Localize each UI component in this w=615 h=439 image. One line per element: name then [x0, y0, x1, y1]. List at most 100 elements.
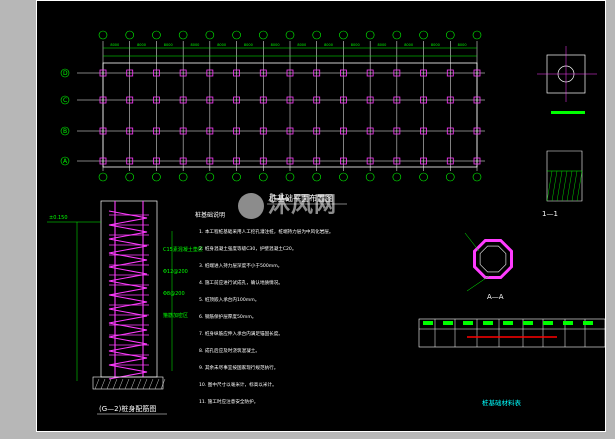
note-line: 4. 施工前应进行试成孔，确认地质情况。	[199, 279, 283, 286]
pile-marker	[206, 96, 214, 104]
pile-marker	[206, 69, 214, 77]
pile-marker	[446, 96, 454, 104]
note-line: 5. 桩顶嵌入承台内100mm。	[199, 296, 259, 303]
pile-marker	[259, 96, 267, 104]
pile-marker	[473, 69, 481, 77]
axis-bubble	[205, 30, 215, 40]
pile-marker	[393, 127, 401, 135]
note-line: 3. 桩端进入持力层深度不小于500mm。	[199, 262, 282, 269]
note-line: 1. 本工程桩基础采用人工挖孔灌注桩，桩端持力层为中风化岩层。	[199, 228, 333, 235]
pile-marker	[446, 127, 454, 135]
dimension-label: 8000	[164, 43, 173, 47]
pile-marker	[313, 127, 321, 135]
pile-note: C15素混凝土垫层	[163, 246, 203, 253]
pile-marker	[420, 69, 427, 77]
pile-marker	[179, 157, 187, 165]
table-cell	[523, 321, 533, 325]
axis-bubble	[445, 30, 455, 40]
watermark-logo-icon	[238, 193, 264, 219]
axis-bubble	[232, 30, 241, 40]
pile-marker	[340, 96, 347, 104]
axis-bubble	[232, 172, 241, 182]
pile-note: Φ8@200	[163, 291, 185, 297]
section-1-1-label: 1—1	[542, 210, 558, 218]
axis-bubble	[312, 172, 322, 182]
axis-bubble	[60, 126, 70, 136]
pile-marker	[206, 127, 214, 135]
axis-bubble	[98, 172, 108, 182]
section-a-a-label: A—A	[487, 293, 504, 301]
note-line: 6. 钢筋保护层厚度50mm。	[199, 313, 256, 320]
pile-marker	[179, 127, 187, 135]
pile-note: Φ12@200	[163, 269, 188, 275]
design-notes: 桩基础说明 1. 本工程桩基础采用人工挖孔灌注桩，桩端持力层为中风化岩层。2. …	[195, 211, 333, 405]
pile-marker	[446, 69, 454, 77]
pile-marker	[126, 127, 134, 135]
table-cell	[543, 321, 553, 325]
axis-bubble	[152, 172, 161, 182]
axis-bubble	[60, 156, 70, 166]
pile-marker	[340, 127, 347, 135]
axis-bubble	[98, 30, 108, 40]
watermark-text: 沐风网	[268, 193, 338, 218]
dimension-label: 8000	[271, 43, 280, 47]
table-cell	[423, 321, 433, 325]
pile-marker	[206, 157, 214, 165]
axis-bubble	[60, 95, 70, 105]
pile-marker	[340, 69, 347, 77]
axis-bubble	[365, 30, 375, 40]
pile-marker	[393, 69, 401, 77]
dimension-label: 8000	[110, 43, 119, 47]
table-cell	[463, 321, 473, 325]
axis-bubble	[152, 30, 161, 40]
pile-marker	[473, 96, 481, 104]
pile-marker	[233, 96, 240, 104]
dimension-label: 8000	[324, 43, 333, 47]
pile-marker	[179, 69, 187, 77]
axis-bubble	[60, 68, 70, 78]
pile-marker	[179, 96, 187, 104]
pile-marker	[126, 96, 134, 104]
axis-bubble	[392, 172, 402, 182]
table-cell	[503, 321, 513, 325]
pile-marker	[366, 127, 374, 135]
dimension-label: 8000	[297, 43, 306, 47]
dimension-label: 8000	[191, 43, 200, 47]
pile-marker	[313, 96, 321, 104]
pile-marker	[366, 96, 374, 104]
pile-marker	[153, 127, 160, 135]
pile-marker	[259, 69, 267, 77]
pile-marker	[99, 96, 107, 104]
axis-bubble	[285, 30, 295, 40]
axis-bubble	[258, 172, 268, 182]
pile-marker	[420, 96, 427, 104]
note-line: 11. 施工时应注意安全防护。	[199, 398, 258, 405]
axis-bubble	[472, 30, 482, 40]
pile-marker	[286, 69, 294, 77]
axis-bubble	[339, 30, 348, 40]
pile-marker	[473, 157, 481, 165]
pile-marker	[259, 157, 267, 165]
axis-letter: D	[63, 70, 68, 77]
axis-bubble	[419, 30, 428, 40]
plan-title: 桩基础平面布置图	[269, 193, 333, 203]
table-title: 桩基础材料表	[482, 398, 522, 407]
dimension-label: 8000	[458, 43, 467, 47]
pile-marker	[313, 157, 321, 165]
pile-marker	[99, 69, 107, 77]
pile-marker	[233, 127, 240, 135]
axis-bubble	[178, 172, 188, 182]
notes-title: 桩基础说明	[195, 211, 225, 219]
dimension-label: 8000	[378, 43, 387, 47]
dimension-label: 8000	[404, 43, 413, 47]
pile-marker	[126, 69, 134, 77]
pile-marker	[153, 69, 160, 77]
pile-marker	[420, 127, 427, 135]
pile-marker	[233, 157, 240, 165]
pile-marker	[126, 157, 134, 165]
axis-bubble	[472, 172, 482, 182]
